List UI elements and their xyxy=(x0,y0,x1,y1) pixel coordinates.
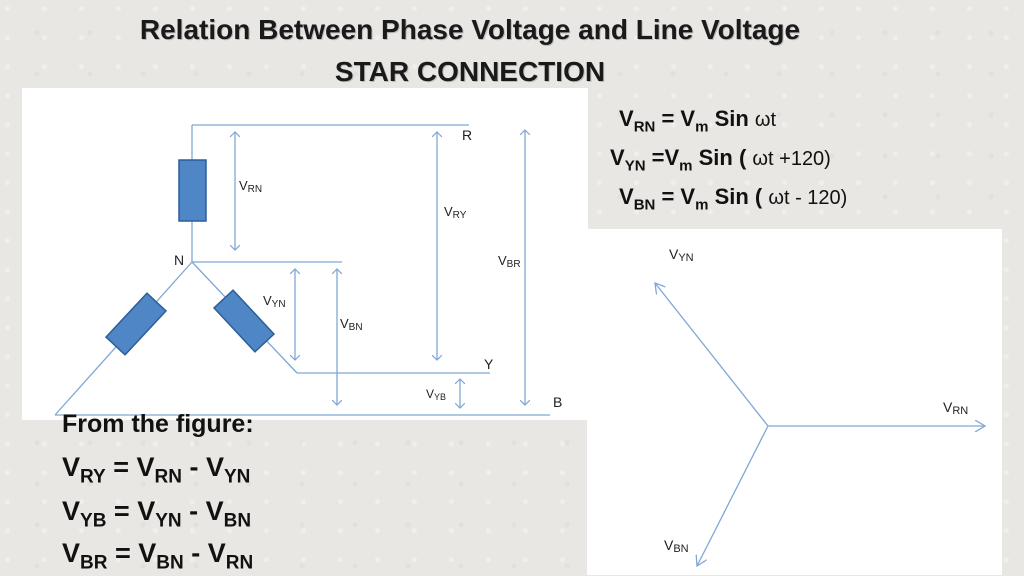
label-b: B xyxy=(553,394,562,410)
label-vbr: VBR xyxy=(498,253,521,270)
coil-r xyxy=(178,159,207,222)
phasor-label-vrn: VRN xyxy=(943,399,968,417)
label-vbn: VBN xyxy=(340,316,363,333)
phasor-vbn xyxy=(697,425,769,566)
phasor-panel: VYN VRN VBN xyxy=(587,229,1002,575)
phasor-diagram: VYN VRN VBN xyxy=(587,246,1002,575)
circuit-panel: R N Y B VRN VRY VBR VYN VBN VYB xyxy=(22,88,588,420)
label-r: R xyxy=(462,127,472,143)
equation-vrn: VRN = Vm Sin ωt xyxy=(619,106,777,136)
label-vry: VRY xyxy=(444,204,467,221)
page-title: Relation Between Phase Voltage and Line … xyxy=(139,14,801,45)
page-subtitle: STAR CONNECTION xyxy=(334,56,606,87)
label-vyb: VYB xyxy=(426,387,446,402)
coil-b xyxy=(104,292,168,356)
equation-vry: VRY = VRN - VYN xyxy=(62,452,251,488)
phasor-label-vbn: VBN xyxy=(664,537,689,555)
equation-vbr: VBR = VBN - VRN xyxy=(62,538,254,574)
label-n: N xyxy=(174,252,184,268)
equation-vyn: VYN =Vm Sin ( ωt +120) xyxy=(610,145,831,175)
equation-vbn: VBN = Vm Sin ( ωt - 120) xyxy=(619,184,848,214)
label-vrn: VRN xyxy=(239,178,262,195)
label-vyn: VYN xyxy=(263,293,286,310)
phasor-vyn xyxy=(655,283,769,427)
star-circuit-diagram: R N Y B VRN VRY VBR VYN VBN VYB xyxy=(54,124,562,416)
phasor-label-vyn: VYN xyxy=(669,246,694,264)
coil-y xyxy=(212,289,276,353)
equation-vyb: VYB = VYN - VBN xyxy=(62,496,252,532)
label-y: Y xyxy=(484,356,494,372)
from-figure-heading: From the figure: xyxy=(62,410,254,438)
